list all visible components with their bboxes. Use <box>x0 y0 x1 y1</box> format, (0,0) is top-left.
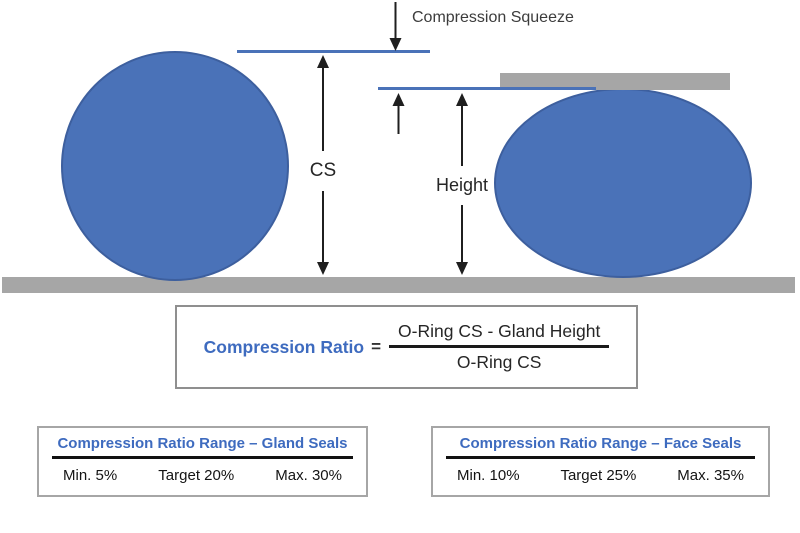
fraction-numerator: O-Ring CS - Gland Height <box>398 321 601 341</box>
face-seals-range-table: Compression Ratio Range – Face Seals Min… <box>431 426 770 497</box>
squeeze-down-arrow <box>389 2 402 51</box>
fraction-denominator: O-Ring CS <box>456 352 542 372</box>
gland-seals-min: Min. 5% <box>63 467 118 484</box>
gland-bottom-surface <box>2 277 795 293</box>
gland-seals-table-title: Compression Ratio Range – Gland Seals <box>57 435 348 452</box>
gland-seals-table-values: Min. 5% Target 20% Max. 30% <box>39 459 366 484</box>
oring-compressed-ellipse <box>494 88 752 278</box>
compression-ratio-formula-box: Compression Ratio = O-Ring CS - Gland He… <box>175 305 638 389</box>
gland-top-surface <box>500 73 730 90</box>
equals-sign: = <box>371 337 382 356</box>
face-seals-target: Target 25% <box>560 467 637 484</box>
gland-seals-table-rule <box>52 456 353 459</box>
formula-fraction: O-Ring CS - Gland Height O-Ring CS <box>389 321 610 373</box>
gland-seals-range-table: Compression Ratio Range – Gland Seals Mi… <box>37 426 368 497</box>
gland-seals-max: Max. 30% <box>275 467 342 484</box>
squeeze-up-arrow <box>392 93 405 134</box>
cs-label: CS <box>303 151 343 191</box>
face-seals-max: Max. 35% <box>677 467 744 484</box>
oring-uncompressed-circle <box>61 51 289 281</box>
compression-squeeze-label: Compression Squeeze <box>412 9 574 26</box>
formula-title: Compression Ratio <box>203 336 365 357</box>
face-seals-table-rule <box>446 456 755 459</box>
fraction-bar <box>389 345 610 348</box>
gland-seals-target: Target 20% <box>158 467 235 484</box>
face-seals-min: Min. 10% <box>457 467 520 484</box>
face-seals-table-title: Compression Ratio Range – Face Seals <box>459 435 742 452</box>
height-label: Height <box>431 166 493 205</box>
face-seals-table-values: Min. 10% Target 25% Max. 35% <box>433 459 768 484</box>
compressed-height-reference-line <box>378 87 596 90</box>
free-cs-reference-line <box>237 50 430 53</box>
